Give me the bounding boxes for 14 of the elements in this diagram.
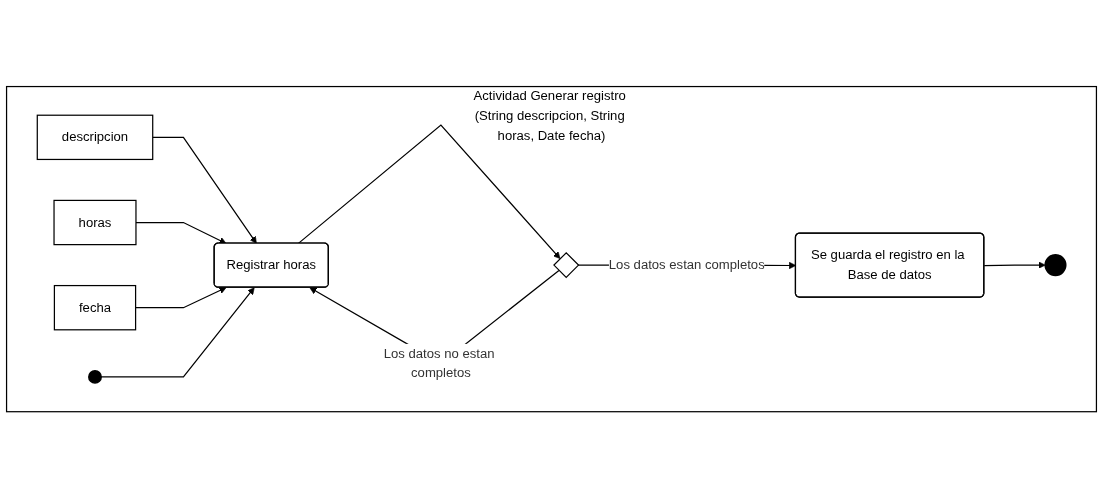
arrow: [135, 287, 227, 309]
node-box: descripcion: [36, 114, 154, 160]
arrow: [100, 287, 255, 378]
arrow: [297, 124, 561, 259]
node-box: fecha: [53, 284, 137, 331]
node-circle: [1044, 253, 1067, 276]
arrow: [983, 261, 1046, 269]
edge-label: Los datos estan completos: [608, 257, 765, 272]
node-box: horas: [53, 199, 137, 246]
edge-label: Los datos no estan completos: [383, 346, 495, 380]
node-circle: [88, 369, 102, 384]
arrow: [152, 136, 257, 244]
node-diamond: [553, 251, 580, 279]
arrow: [135, 221, 227, 244]
